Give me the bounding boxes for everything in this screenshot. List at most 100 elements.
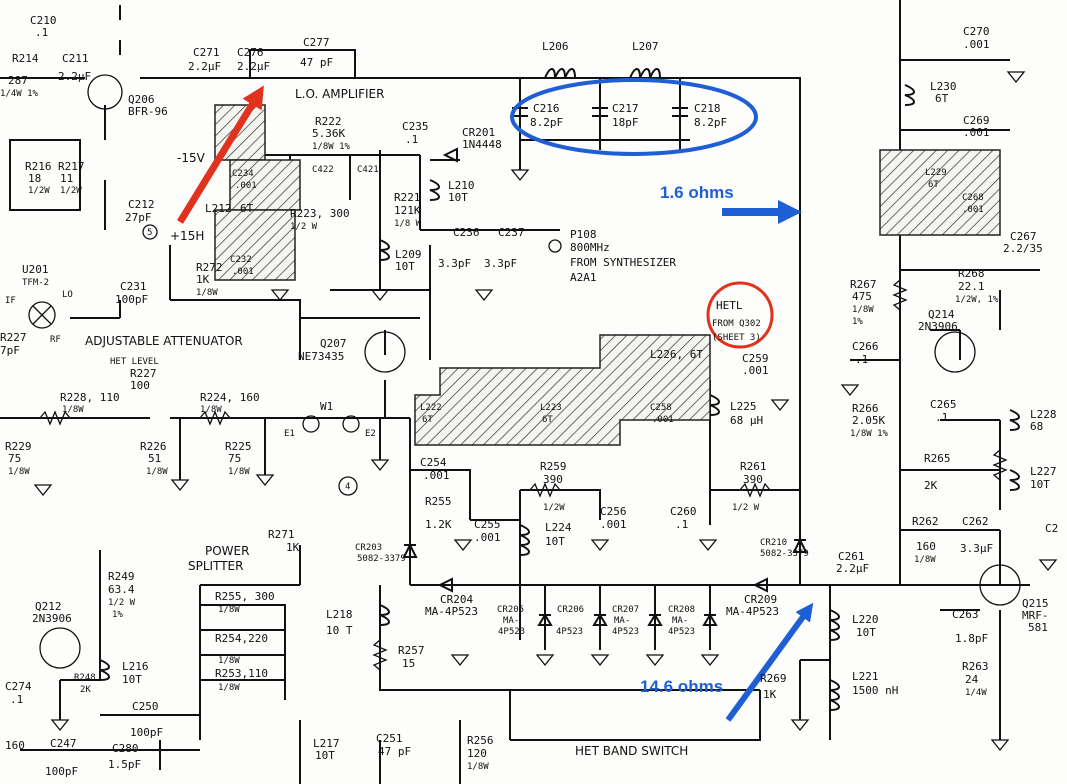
- l229-label: L229: [925, 168, 947, 178]
- q215-type2: 581: [1028, 621, 1048, 634]
- r257-resistor: [372, 639, 388, 671]
- r225-value: 75: [228, 452, 241, 465]
- q206-transistor: [87, 74, 123, 110]
- hatch-het-filter: [414, 334, 711, 446]
- het-band-switch-label: HET BAND SWITCH: [575, 744, 688, 758]
- cr203-label: CR203: [355, 543, 382, 553]
- hetl-from-label: FROM Q302: [712, 319, 761, 329]
- r263-watt: 1/4W: [965, 688, 987, 698]
- cr205-ma: MA-: [503, 616, 519, 626]
- cr209-diode: [752, 577, 768, 593]
- r228-watt: 1/8W: [62, 405, 84, 415]
- testpoint-4: [338, 476, 358, 496]
- cr207-ma: MA-: [614, 616, 630, 626]
- c232-value: .001: [232, 267, 254, 277]
- e1-terminal: [302, 415, 320, 433]
- c280-value: 1.5pF: [108, 758, 141, 771]
- blue-highlight-ellipse: [510, 78, 758, 156]
- c261-label: C261: [838, 550, 865, 563]
- q206-type: BFR-96: [128, 105, 168, 118]
- c251-label: C251: [376, 732, 403, 745]
- c235-value: .1: [405, 133, 418, 146]
- c217-value: 18pF: [612, 116, 639, 129]
- shielded-areas: [214, 104, 1001, 446]
- hatch-l229: [879, 149, 1001, 236]
- r221-label: R221: [394, 191, 421, 204]
- c232-label: C232: [230, 255, 252, 265]
- l224-turns: 10T: [545, 535, 565, 548]
- l225-value: 68 µH: [730, 414, 763, 427]
- l206-label: L206: [542, 40, 569, 53]
- r216-value: 18: [28, 172, 41, 185]
- q214-label: Q214: [928, 308, 955, 321]
- r255-label: R255: [425, 495, 452, 508]
- tp4-label: 4: [345, 482, 350, 492]
- r254-watt: 1/8W: [218, 656, 240, 666]
- l218-turns: 10 T: [326, 624, 353, 637]
- red-arrow: [177, 85, 264, 224]
- c234-value: .001: [235, 181, 257, 191]
- cr201-label: CR201: [462, 126, 495, 139]
- l206-inductor: [544, 68, 576, 79]
- c276-label: C276: [237, 46, 264, 59]
- l221-inductor: [829, 679, 840, 711]
- r268-value: 22.1: [958, 280, 985, 293]
- cr207-label: CR207: [612, 605, 639, 615]
- c262-label: C262: [962, 515, 989, 528]
- c262-value: 3.3µF: [960, 542, 993, 555]
- r227-left-value: 7pF: [0, 344, 20, 357]
- l209-label: L209: [395, 248, 422, 261]
- l217-turns: 10T: [315, 749, 335, 762]
- c217-label: C217: [612, 102, 639, 115]
- r217-label: R217: [58, 160, 85, 173]
- r253-watt: 1/8W: [218, 683, 240, 693]
- c265-value: .1: [935, 411, 948, 424]
- c210-value: .1: [35, 26, 48, 39]
- c259-label: C259: [742, 352, 769, 365]
- c258-value: .001: [652, 415, 674, 425]
- cr201-type: 1N4448: [462, 138, 502, 151]
- het-level-label: HET LEVEL: [110, 357, 159, 367]
- c211-label: C211: [62, 52, 89, 65]
- c255-label: C255: [474, 518, 501, 531]
- l225-label: L225: [730, 400, 757, 413]
- power-splitter-label-2: SPLITTER: [188, 559, 243, 573]
- u201-type: TFM-2: [22, 278, 49, 288]
- l216-label: L216: [122, 660, 149, 673]
- cr209-label: CR209: [744, 593, 777, 606]
- cr204-label: CR204: [440, 593, 473, 606]
- p108-ref: A2A1: [570, 271, 597, 284]
- r261-value: 390: [743, 473, 763, 486]
- r229-label: R229: [5, 440, 32, 453]
- l223-label: L223: [540, 403, 562, 413]
- r216-watt: 1/2W: [28, 186, 50, 196]
- c280-label: C280: [112, 742, 139, 755]
- e1-label: E1: [284, 429, 295, 439]
- c247-label: C247: [50, 737, 77, 750]
- c247-value: 100pF: [45, 765, 78, 778]
- q215-transistor: [979, 564, 1021, 606]
- cr208-type: 4P523: [668, 627, 695, 637]
- q212-label: Q212: [35, 600, 62, 613]
- c277-label: C277: [303, 36, 330, 49]
- c211-value: 2.2µF: [58, 70, 91, 83]
- r256-label: R256: [467, 734, 494, 747]
- l210-label: L210: [448, 179, 475, 192]
- r248-value: 2K: [80, 685, 91, 695]
- l222-turns: 6T: [422, 415, 433, 425]
- cr208-ma: MA-: [672, 616, 688, 626]
- testpoint-5: [142, 224, 158, 240]
- e2-label: E2: [365, 429, 376, 439]
- l223-turns: 6T: [542, 415, 553, 425]
- r253-label: R253,110: [215, 667, 268, 680]
- cr210-type: 5082-3379: [760, 549, 809, 559]
- r271-value: 1K: [286, 541, 300, 554]
- adjustable-attenuator-label: ADJUSTABLE ATTENUATOR: [85, 334, 243, 348]
- p108-source: FROM SYNTHESIZER: [570, 256, 676, 269]
- minus15v-label: -15V: [177, 151, 206, 165]
- u201-if: IF: [5, 296, 16, 306]
- r257-label: R257: [398, 644, 425, 657]
- section-labels: L.O. AMPLIFIER ADJUSTABLE ATTENUATOR POW…: [5, 87, 761, 758]
